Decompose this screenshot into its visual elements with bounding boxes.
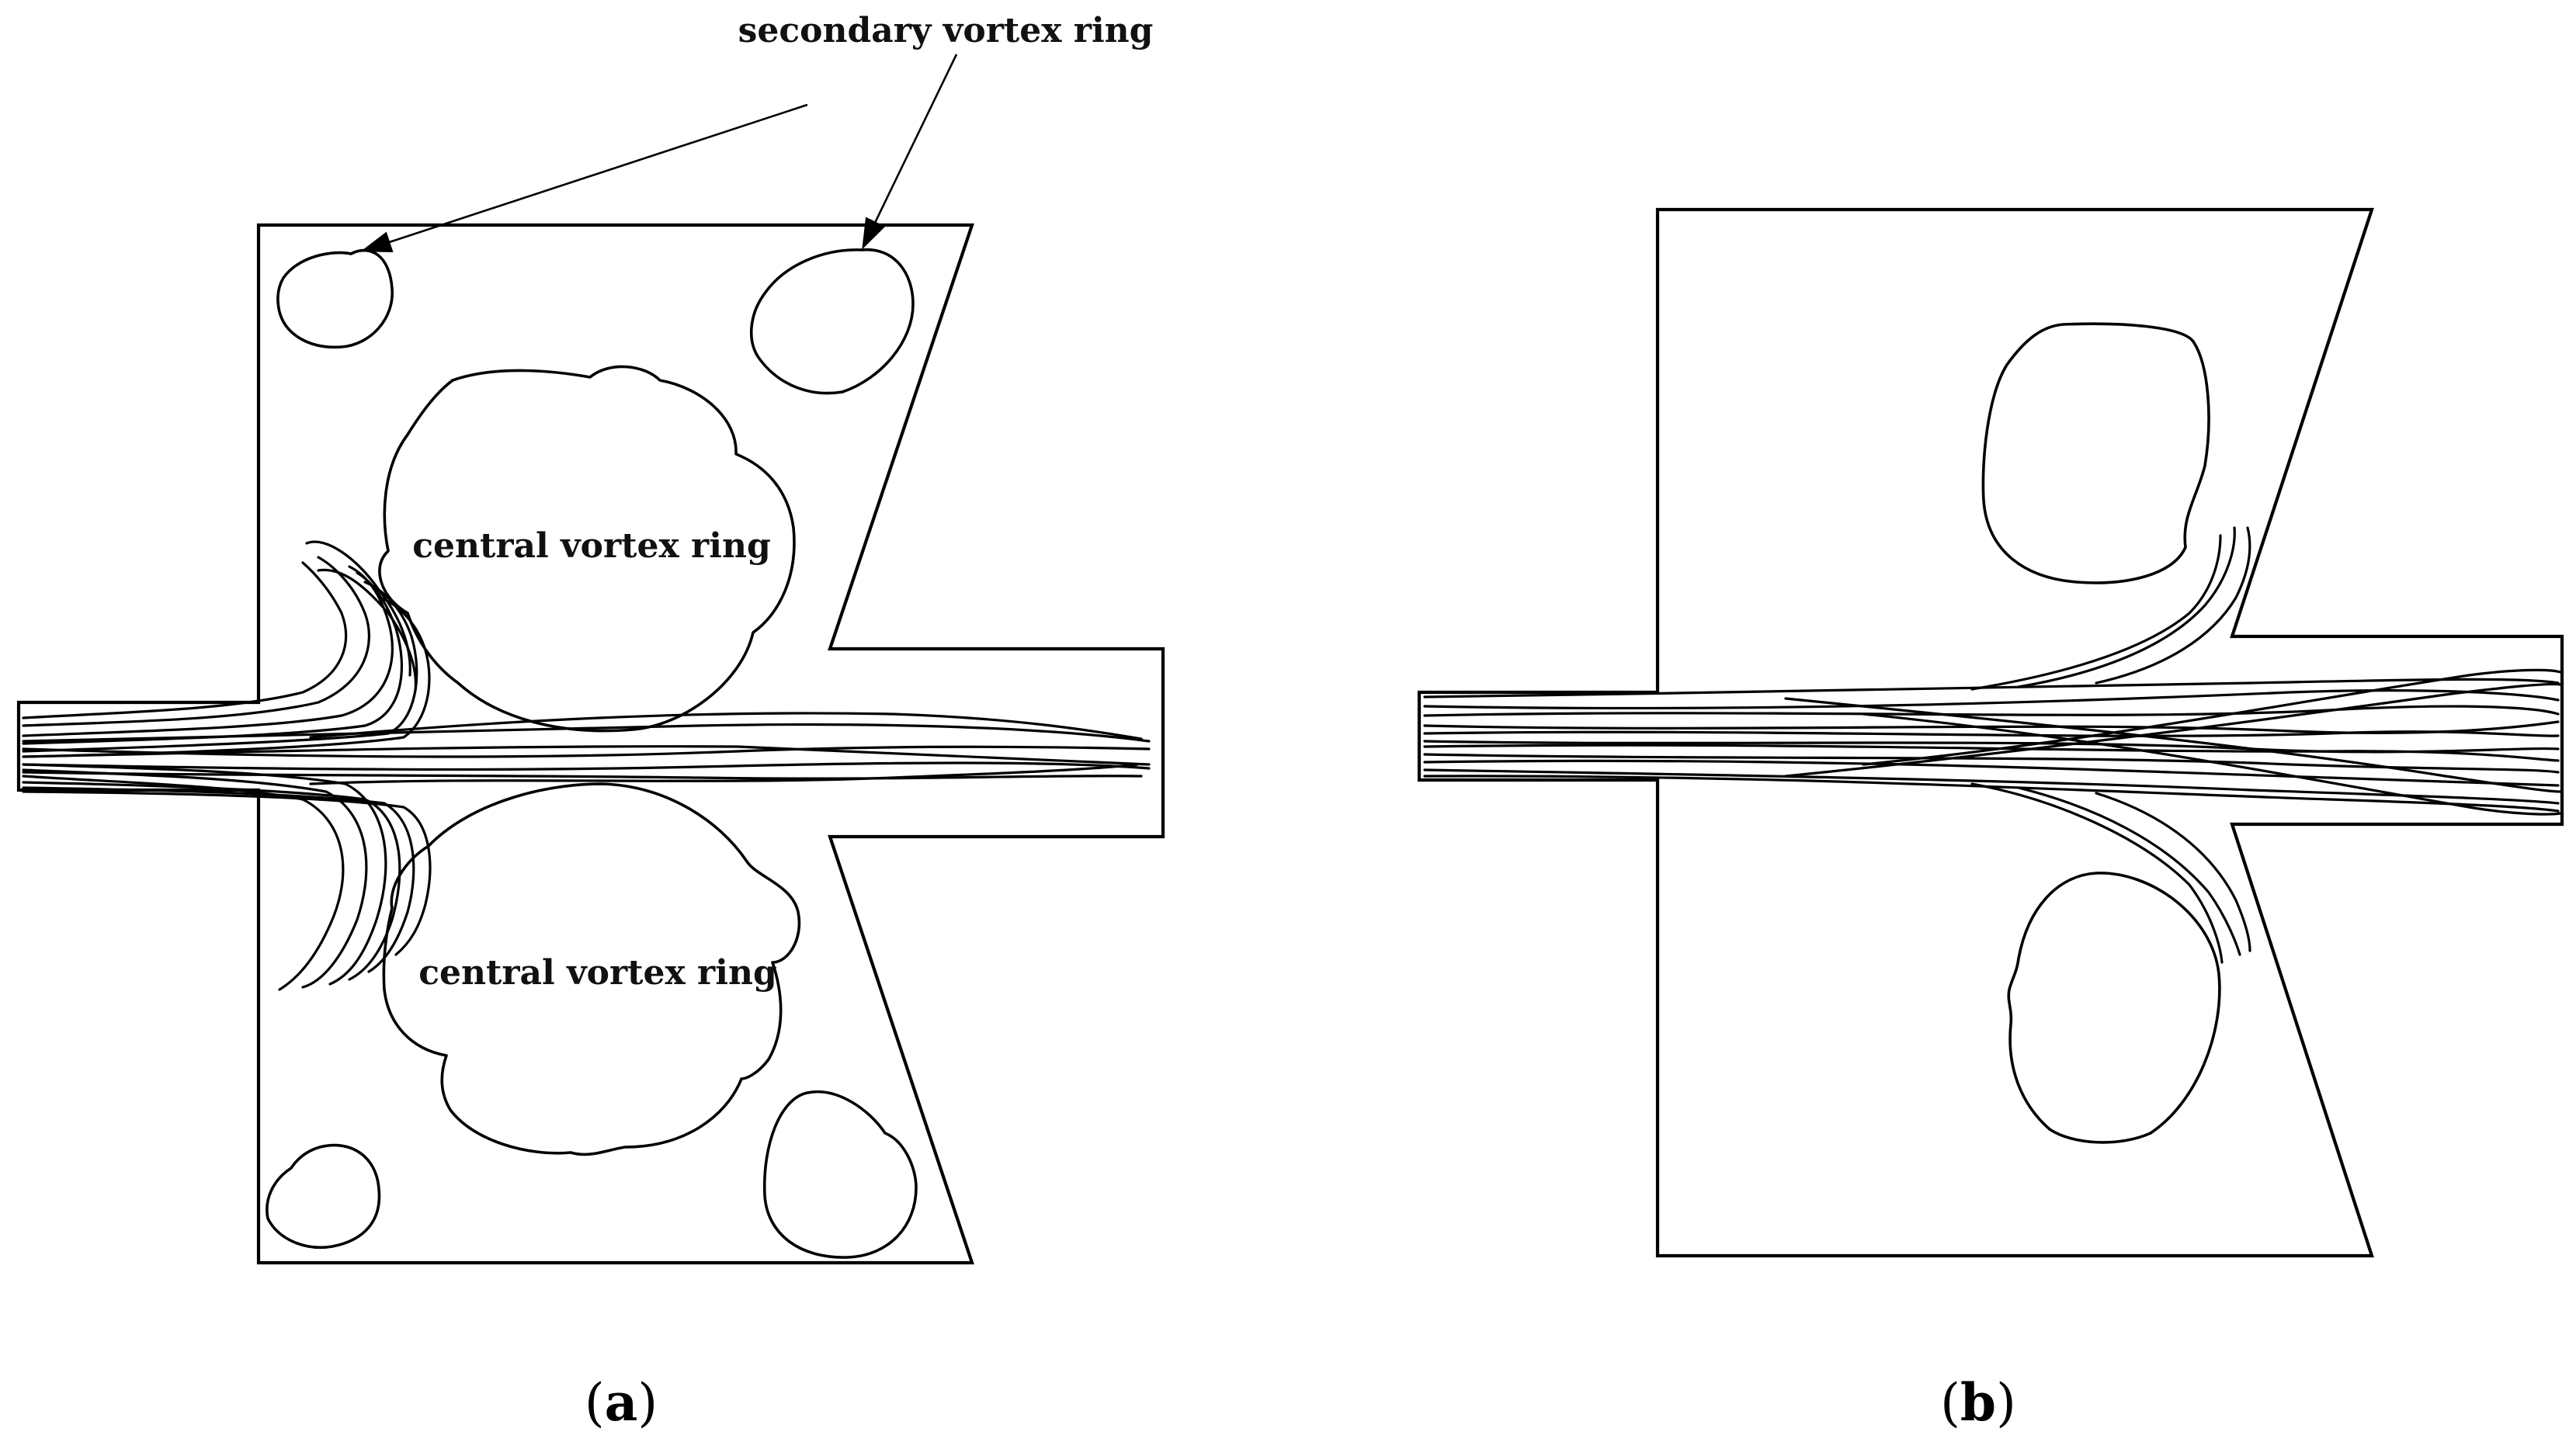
secondary-vortex-ring-top-right — [749, 248, 915, 395]
panel-a: secondary vortex ring central vortex rin… — [16, 11, 1165, 1433]
arrow-to-top-left-secondary — [360, 103, 808, 253]
central-vortex-ring-bottom — [382, 782, 801, 1156]
panel-a-streamlines-lower — [22, 763, 432, 991]
annotation-central-vortex-ring-top: central vortex ring — [412, 526, 770, 566]
panel-a-chamber-outline — [16, 223, 1165, 1265]
central-vortex-ring-top — [378, 365, 796, 733]
panel-b: (b) — [1417, 207, 2564, 1433]
panel-b-vortex-ring-top — [1981, 322, 2210, 584]
panel-label-b: (b) — [1940, 1372, 2016, 1433]
arrow-to-top-right-secondary — [862, 54, 958, 250]
annotation-central-vortex-ring-bottom: central vortex ring — [418, 953, 776, 993]
secondary-vortex-ring-bottom-left — [266, 1143, 381, 1249]
panel-b-streamlines-peeling — [1970, 526, 2251, 964]
panel-a-streamlines-upper — [22, 540, 431, 758]
annotation-secondary-vortex-ring: secondary vortex ring — [738, 11, 1154, 50]
panel-label-a: (a) — [585, 1372, 658, 1433]
panel-a-streamlines-jet — [22, 712, 1151, 785]
secondary-vortex-ring-top-left — [276, 248, 394, 349]
panel-b-chamber-outline — [1417, 207, 2564, 1258]
secondary-vortex-ring-bottom-right — [762, 1090, 918, 1259]
panel-b-vortex-ring-bottom — [2007, 872, 2221, 1144]
panel-b-streamlines-jet — [1423, 668, 2562, 816]
